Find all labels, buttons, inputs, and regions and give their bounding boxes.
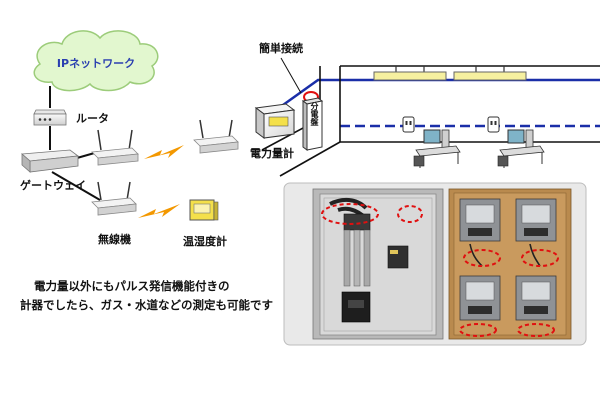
outlet-plate — [402, 116, 415, 133]
antenna — [97, 181, 102, 201]
meter-wire — [469, 243, 483, 267]
pulse-output-callout — [463, 249, 501, 267]
outlet-slot — [490, 121, 493, 125]
router-led — [43, 118, 47, 121]
thermometer-display — [193, 203, 211, 214]
easy-connection-label: 簡単接続 — [259, 41, 303, 55]
computer-desk-icon — [497, 129, 545, 168]
caption-line-1: 電力量以外にもパルス発信機能付きの — [34, 279, 230, 293]
installation-photo — [283, 182, 587, 346]
meter-terminal — [524, 306, 548, 314]
outlet-slot — [494, 121, 497, 125]
sensor-callout — [321, 203, 379, 225]
gateway-label: ゲートウェイ — [20, 178, 86, 192]
desk-top — [415, 145, 461, 157]
wireless-label: 無線機 — [98, 232, 131, 246]
watt-hour-meter — [515, 275, 557, 321]
distribution-panel-label: 分電盤 — [309, 101, 319, 127]
meter-wire — [529, 243, 541, 267]
sensor-callout — [397, 205, 423, 223]
lightning-bolt-icon — [138, 204, 180, 218]
meter-terminal — [468, 306, 492, 314]
watt-hour-meter — [459, 198, 501, 242]
meter-terminal — [524, 228, 548, 236]
wireless-front — [199, 141, 239, 154]
router-led — [38, 118, 42, 121]
meter-display — [268, 116, 289, 127]
cloud-label: IPネットワーク — [57, 57, 135, 70]
wireless-front — [97, 153, 139, 166]
lightning-bolt-icon — [144, 145, 184, 159]
meter-side — [255, 107, 265, 139]
radio-signal-icon — [138, 145, 184, 218]
outlet-plate — [487, 116, 500, 133]
office-chair — [413, 155, 425, 167]
photo-panel-left — [312, 188, 444, 340]
power-meter-label: 電力量計 — [250, 146, 294, 160]
monitor — [423, 129, 441, 144]
light-fixture — [373, 71, 447, 81]
gateway-wireless3-link — [51, 171, 101, 201]
bus-bar — [363, 229, 371, 287]
outlet-slot — [409, 121, 412, 125]
antenna — [128, 129, 133, 151]
meter-window — [521, 281, 551, 301]
antenna — [199, 119, 204, 139]
cabinet-inner-frame — [323, 197, 433, 332]
meter-window — [465, 281, 495, 301]
relay-unit — [387, 245, 409, 269]
pulse-output-callout — [459, 323, 497, 337]
light-fixture — [453, 71, 527, 81]
gateway-device: ゲートウェイ — [20, 149, 86, 192]
bus-bar — [353, 229, 361, 287]
watt-hour-meter — [459, 275, 501, 321]
power-meter-device: 電力量計 — [250, 103, 296, 160]
power-outlet-icon — [402, 116, 415, 133]
office-chair — [497, 155, 509, 167]
wireless-unit — [193, 119, 239, 154]
thermo-hygrometer-label: 温湿度計 — [183, 234, 227, 248]
thermometer-side — [213, 201, 219, 221]
antenna — [97, 129, 102, 151]
router-label: ルータ — [76, 112, 109, 125]
meter-window — [521, 204, 551, 224]
watt-hour-meter — [515, 198, 557, 242]
ceiling-light — [373, 66, 447, 81]
thermo-hygrometer-device: 温湿度計 — [183, 199, 227, 248]
bus-bar — [343, 229, 351, 287]
relay-indicator — [390, 250, 398, 254]
power-outlet-icon — [487, 116, 500, 133]
caption-line-2: 計器でしたら、ガス・水道などの測定も可能です — [20, 298, 273, 312]
breaker-switch — [348, 300, 364, 308]
meter-terminal — [468, 228, 492, 236]
antenna — [228, 119, 233, 139]
ceiling-light — [453, 66, 527, 81]
pulse-output-callout — [521, 249, 559, 267]
meter-window — [465, 204, 495, 224]
photo-panel-right — [448, 188, 572, 340]
wireless-unit: 無線機 — [91, 181, 137, 246]
wireless-front — [97, 203, 137, 216]
desk-top — [499, 145, 545, 157]
distribution-panel-device: 分電盤 — [301, 97, 324, 151]
wireless-unit — [91, 129, 139, 166]
easy-connection-leader — [280, 57, 302, 94]
gateway-side — [21, 153, 31, 173]
cabinet-backplate — [319, 193, 437, 336]
pulse-output-callout — [517, 323, 555, 337]
floor-front-line — [279, 141, 341, 177]
computer-desk-icon — [413, 129, 461, 168]
router-led — [48, 118, 52, 121]
router-top — [33, 109, 67, 115]
antenna — [126, 181, 131, 201]
outlet-slot — [405, 121, 408, 125]
ip-network-cloud: IPネットワーク — [33, 30, 159, 92]
router-device: ルータ — [33, 109, 109, 126]
monitor — [507, 129, 525, 144]
panel-side — [302, 100, 308, 151]
cloud-shape — [33, 30, 159, 92]
